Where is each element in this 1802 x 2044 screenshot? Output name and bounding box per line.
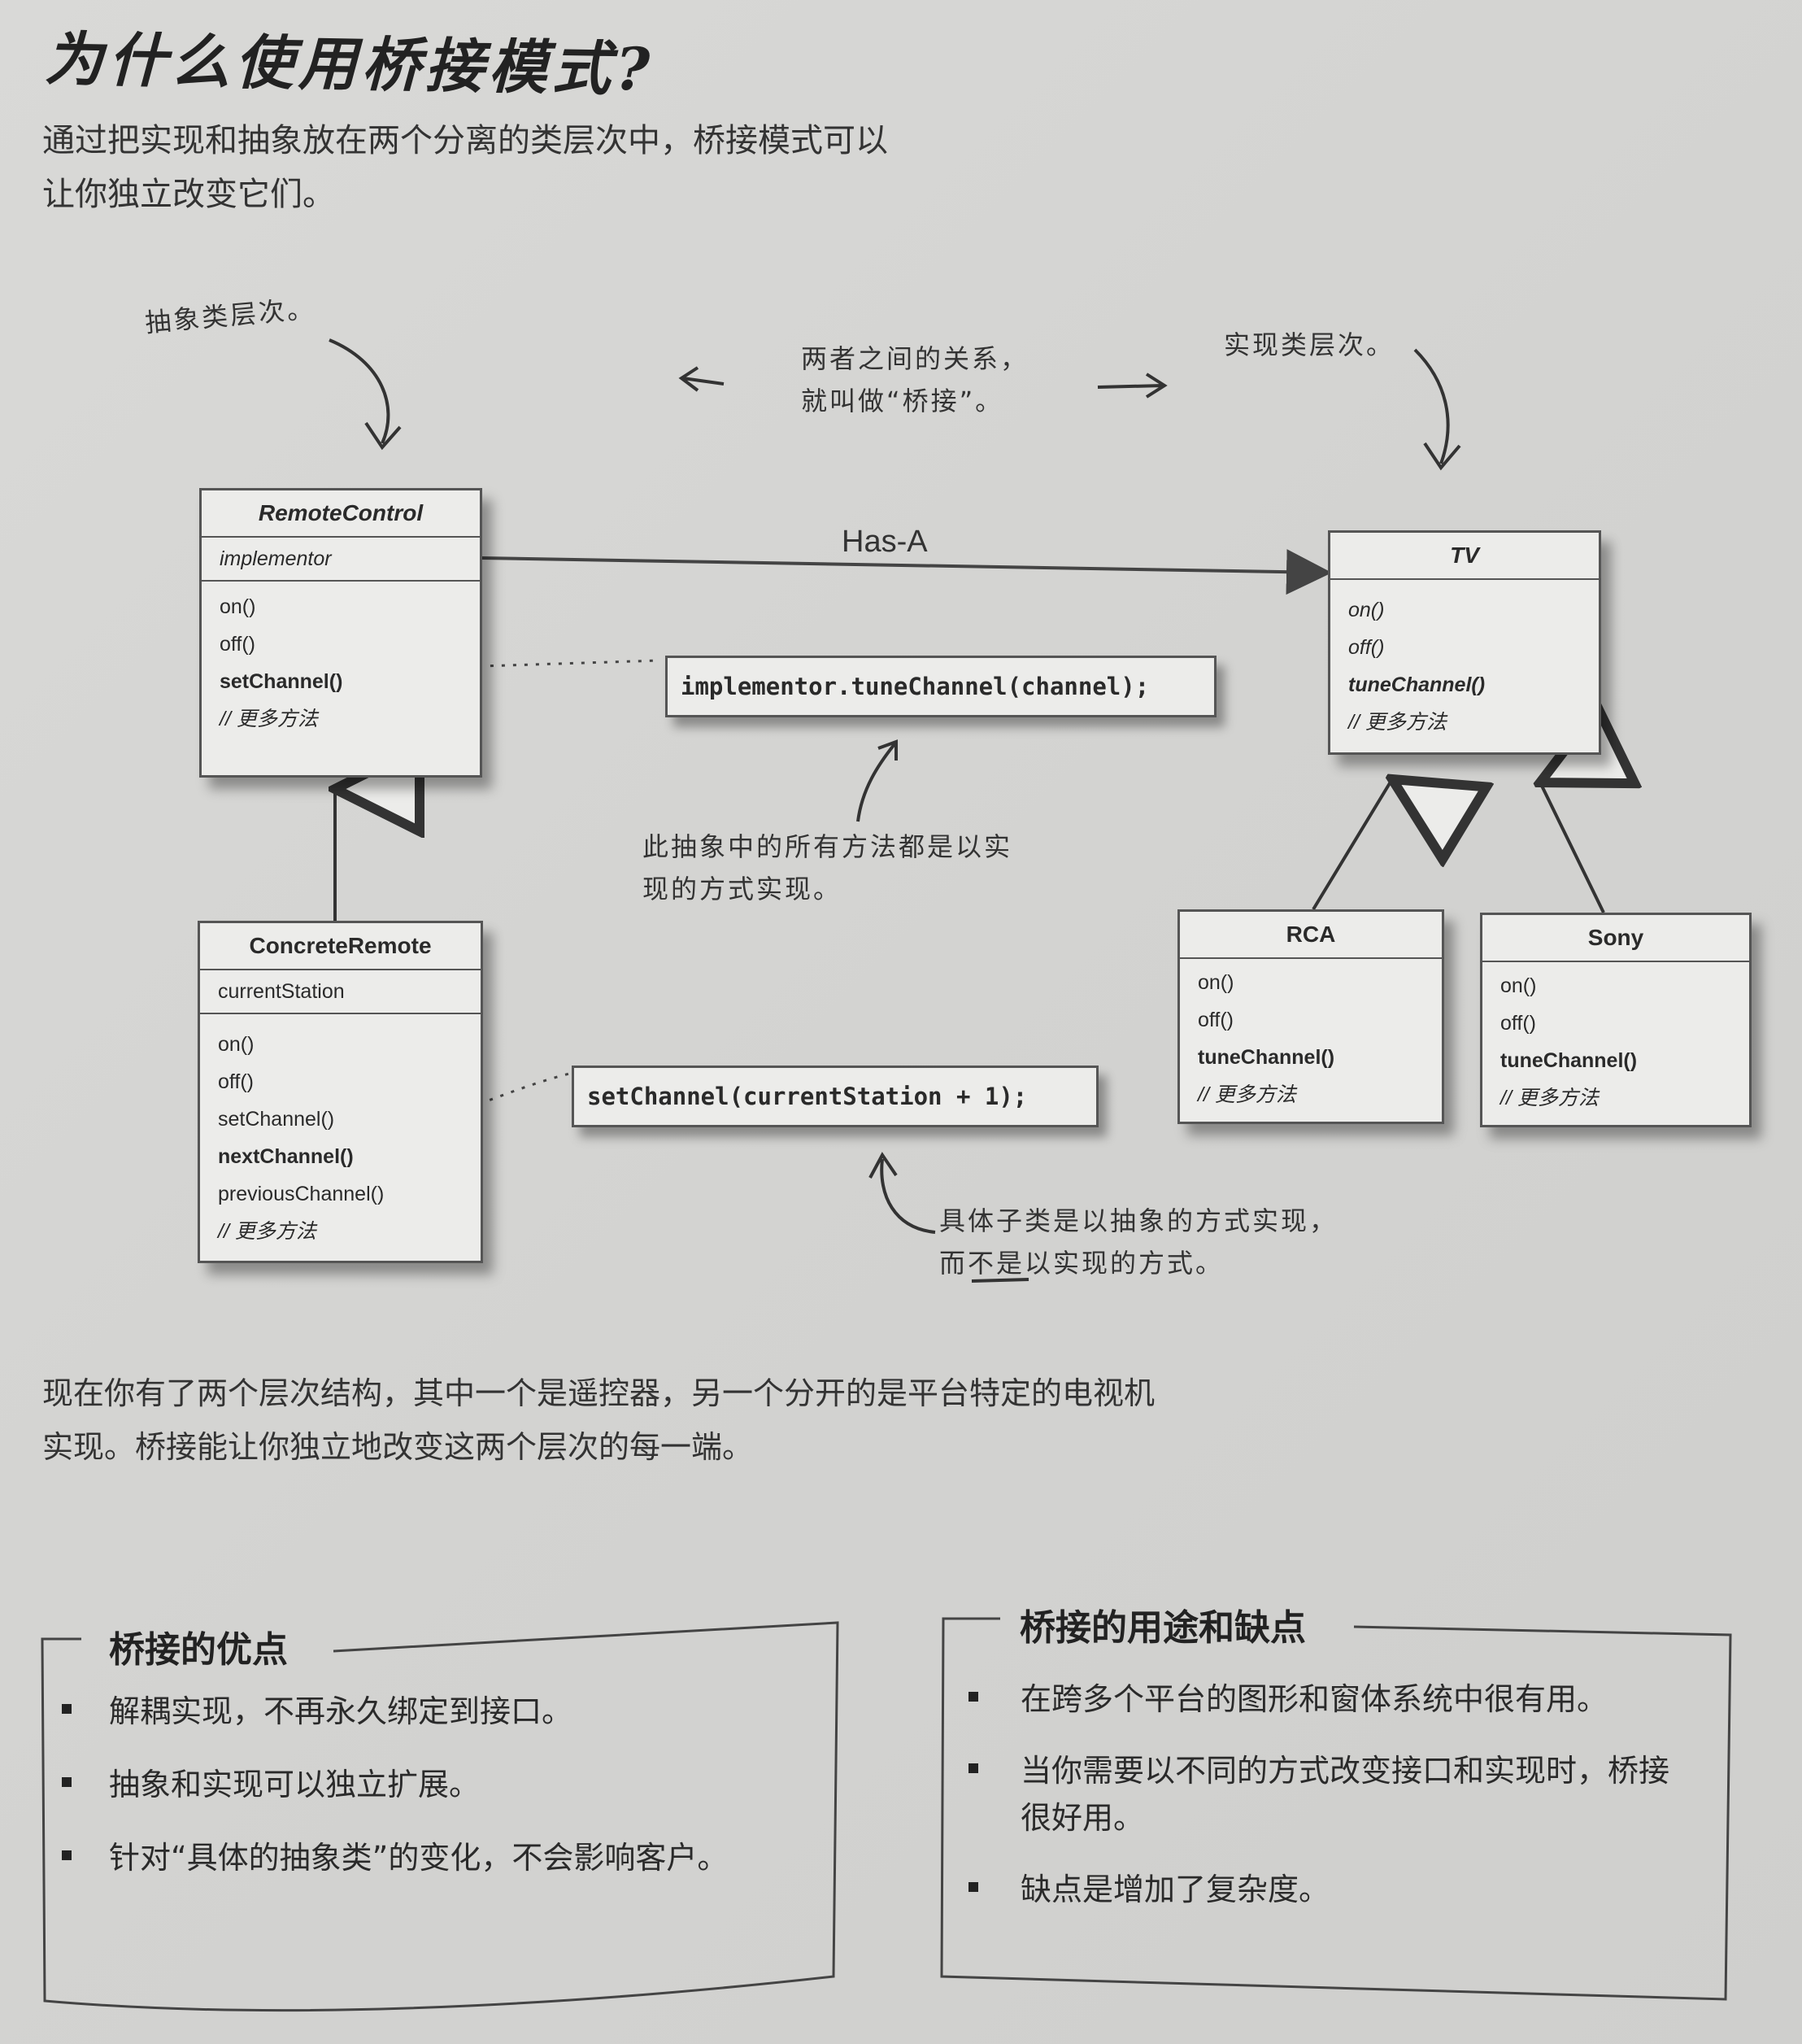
method: off() xyxy=(1348,636,1385,659)
list-item-text: 解耦实现，不再永久绑定到接口。 xyxy=(109,1693,573,1729)
method: off() xyxy=(220,633,255,656)
class-methods: on() off() setChannel() nextChannel() pr… xyxy=(200,1014,481,1257)
method: tuneChannel() xyxy=(1348,673,1486,696)
inheritance-arrow-rca xyxy=(1312,779,1392,911)
summary-text: 现在你有了两个层次结构，其中一个是遥控器，另一个分开的是平台特定的电视机 实现。… xyxy=(42,1366,1343,1474)
relation-note-line: 就叫做“桥接”。 xyxy=(801,386,1004,416)
class-concrete-remote: ConcreteRemote currentStation on() off()… xyxy=(198,921,483,1263)
relation-right-arrow xyxy=(1097,373,1168,399)
subclass-note: 具体子类是以抽象的方式实现， 而不是以实现的方式。 xyxy=(939,1200,1338,1284)
bullet-icon xyxy=(62,1850,72,1860)
benefits-list: 解耦实现，不再永久绑定到接口。 抽象和实现可以独立扩展。 针对“具体的抽象类”的… xyxy=(57,1688,805,1907)
relation-note: 两者之间的关系， 就叫做“桥接”。 xyxy=(801,338,1029,422)
subclass-note-line: 具体子类是以抽象的方式实现， xyxy=(939,1205,1338,1236)
list-item: 当你需要以不同的方式改变接口和实现时，桥接很好用。 xyxy=(964,1747,1671,1841)
methods-note: 此抽象中的所有方法都是以实 现的方式实现。 xyxy=(642,826,1012,910)
benefits-title: 桥接的优点 xyxy=(109,1629,288,1671)
method-comment: // 更多方法 xyxy=(1500,1087,1599,1109)
class-rca: RCA on() off() tuneChannel() // 更多方法 xyxy=(1177,909,1444,1124)
method: tuneChannel() xyxy=(1500,1049,1638,1072)
list-item: 在跨多个平台的图形和窗体系统中很有用。 xyxy=(964,1676,1712,1723)
has-a-label: Has-A xyxy=(842,525,928,559)
class-name: RCA xyxy=(1180,912,1442,959)
bullet-icon xyxy=(62,1704,72,1714)
method: nextChannel() xyxy=(218,1145,354,1168)
intro-line: 通过把实现和抽象放在两个分离的类层次中，桥接模式可以 xyxy=(42,122,888,159)
method: previousChannel() xyxy=(218,1183,385,1205)
implementation-pointer-head xyxy=(1423,442,1461,471)
abstraction-pointer-head xyxy=(364,421,402,451)
relation-left-arrow xyxy=(678,366,725,392)
list-item-text: 抽象和实现可以独立扩展。 xyxy=(109,1767,481,1802)
method: off() xyxy=(218,1070,254,1093)
list-item: 抽象和实现可以独立扩展。 xyxy=(57,1761,805,1808)
method: setChannel() xyxy=(220,670,343,693)
class-sony: Sony on() off() tuneChannel() // 更多方法 xyxy=(1480,913,1752,1127)
list-item-text: 缺点是增加了复杂度。 xyxy=(1021,1872,1330,1907)
method: on() xyxy=(218,1033,255,1056)
has-a-arrow xyxy=(481,549,1332,595)
class-name: ConcreteRemote xyxy=(200,923,481,970)
class-name: RemoteControl xyxy=(202,490,480,538)
summary-line: 现在你有了两个层次结构，其中一个是遥控器，另一个分开的是平台特定的电视机 xyxy=(42,1375,1156,1411)
list-item: 缺点是增加了复杂度。 xyxy=(964,1866,1712,1913)
method-comment: // 更多方法 xyxy=(1198,1083,1296,1106)
subclass-note-line: 而不是以实现的方式。 xyxy=(939,1248,1225,1279)
method-comment: // 更多方法 xyxy=(1348,711,1447,734)
method-comment: // 更多方法 xyxy=(220,708,318,730)
bullet-icon xyxy=(968,1882,978,1892)
list-item-text: 当你需要以不同的方式改变接口和实现时，桥接很好用。 xyxy=(1021,1753,1670,1836)
method-comment: // 更多方法 xyxy=(218,1220,316,1243)
class-name: Sony xyxy=(1482,915,1749,962)
method: tuneChannel() xyxy=(1198,1046,1335,1069)
method: on() xyxy=(220,595,256,618)
method: off() xyxy=(1500,1012,1536,1035)
class-tv: TV on() off() tuneChannel() // 更多方法 xyxy=(1328,530,1601,755)
class-attribute: currentStation xyxy=(200,970,481,1014)
methods-note-line: 此抽象中的所有方法都是以实 xyxy=(642,831,1013,862)
uses-title: 桥接的用途和缺点 xyxy=(1020,1607,1306,1649)
inheritance-arrow-sony xyxy=(1540,782,1604,913)
implementation-hierarchy-note: 实现类层次。 xyxy=(1224,329,1395,360)
class-name: TV xyxy=(1330,533,1599,580)
methods-note-line: 现的方式实现。 xyxy=(642,874,842,904)
subclass-note-arrow xyxy=(868,1152,936,1234)
intro-line: 让你独立改变它们。 xyxy=(42,176,335,213)
class-attribute: implementor xyxy=(202,538,480,582)
code-implementor-tune-channel: implementor.tuneChannel(channel); xyxy=(665,656,1217,717)
class-methods: on() off() setChannel() // 更多方法 xyxy=(202,582,480,744)
benefits-box-frame xyxy=(41,1621,839,2012)
uses-box-frame xyxy=(940,1617,1732,2001)
method: off() xyxy=(1198,1009,1234,1031)
bullet-icon xyxy=(968,1692,978,1702)
relation-note-line: 两者之间的关系， xyxy=(801,343,1029,374)
bullet-icon xyxy=(62,1777,72,1787)
class-methods: on() off() tuneChannel() // 更多方法 xyxy=(1180,959,1442,1120)
abstraction-pointer-arrow xyxy=(329,338,390,444)
method: setChannel() xyxy=(218,1108,335,1131)
uses-list: 在跨多个平台的图形和窗体系统中很有用。 当你需要以不同的方式改变接口和实现时，桥… xyxy=(964,1676,1712,1937)
code-set-channel: setChannel(currentStation + 1); xyxy=(572,1066,1099,1127)
methods-note-arrow xyxy=(856,739,898,822)
class-methods: on() off() tuneChannel() // 更多方法 xyxy=(1482,962,1749,1123)
class-remote-control: RemoteControl implementor on() off() set… xyxy=(199,488,482,778)
list-item-text: 针对“具体的抽象类”的变化，不会影响客户。 xyxy=(109,1840,729,1876)
method: on() xyxy=(1198,971,1234,994)
method: on() xyxy=(1500,974,1537,997)
summary-line: 实现。桥接能让你独立地改变这两个层次的每一端。 xyxy=(42,1429,754,1465)
implementation-pointer-arrow xyxy=(1413,348,1450,464)
intro-text: 通过把实现和抽象放在两个分离的类层次中，桥接模式可以 让你独立改变它们。 xyxy=(42,114,977,221)
list-item: 针对“具体的抽象类”的变化，不会影响客户。 xyxy=(57,1834,760,1881)
list-item-text: 在跨多个平台的图形和窗体系统中很有用。 xyxy=(1021,1681,1608,1717)
list-item: 解耦实现，不再永久绑定到接口。 xyxy=(57,1688,805,1735)
method: on() xyxy=(1348,599,1385,621)
underline-not xyxy=(971,1278,1029,1283)
bullet-icon xyxy=(968,1763,978,1773)
class-methods: on() off() tuneChannel() // 更多方法 xyxy=(1330,580,1599,747)
